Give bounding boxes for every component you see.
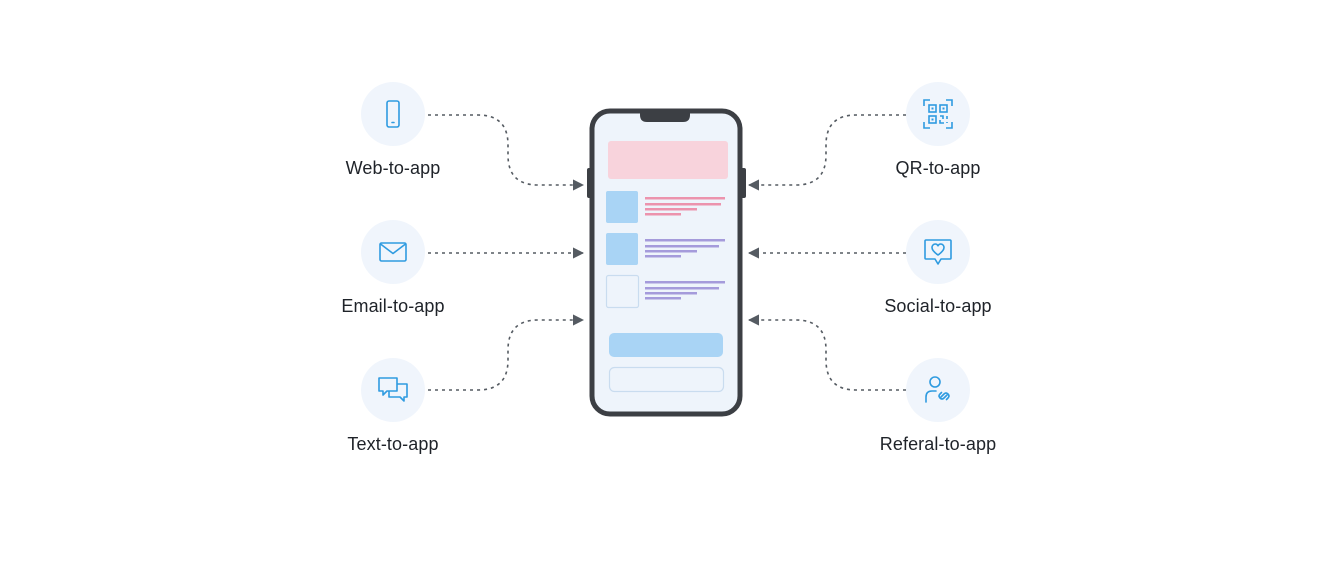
email-icon-circle (361, 220, 425, 284)
phone-banner (608, 141, 728, 179)
text-label: Text-to-app (347, 434, 439, 454)
connector-text (428, 314, 585, 391)
phone-notch (640, 113, 690, 122)
qr-code-icon (923, 99, 953, 129)
phone-thumb-3 (605, 274, 640, 309)
social-label: Social-to-app (884, 296, 992, 316)
phone-secondary-button (608, 366, 725, 393)
heart-message-icon (924, 239, 952, 265)
connector-referal (747, 314, 906, 391)
chat-bubbles-icon (378, 377, 408, 402)
phone-thumb-1 (606, 191, 638, 223)
user-link-icon (925, 376, 950, 403)
email-label: Email-to-app (341, 296, 445, 316)
web-icon-circle (361, 82, 425, 146)
qr-label: QR-to-app (895, 158, 981, 178)
referal-icon-circle (906, 358, 970, 422)
smartphone-icon (386, 100, 400, 128)
text-icon-circle (361, 358, 425, 422)
qr-icon-circle (906, 82, 970, 146)
referal-label: Referal-to-app (879, 434, 997, 454)
web-label: Web-to-app (345, 158, 441, 178)
phone-primary-button (609, 333, 723, 357)
envelope-icon (379, 242, 407, 262)
phone-illustration (587, 108, 746, 417)
phone-thumb-2 (606, 233, 638, 265)
social-icon-circle (906, 220, 970, 284)
